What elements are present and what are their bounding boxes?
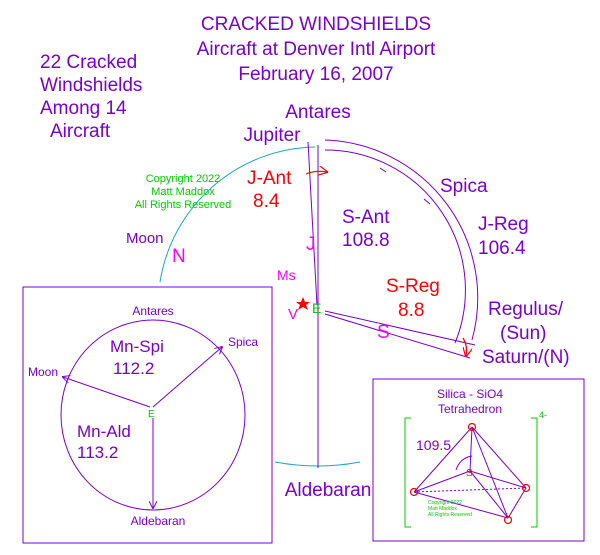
- title-line-3: February 16, 2007: [238, 64, 393, 85]
- mn-spi-value: 112.2: [113, 359, 154, 378]
- spica-label: Spica: [440, 176, 488, 197]
- s-ant-value: 108.8: [342, 230, 390, 251]
- inset-aldebaran-label: Aldebaran: [131, 514, 186, 528]
- copyright-line-2: Matt Maddox: [151, 186, 215, 198]
- tetra-copyright-3: All Rights Reserved: [428, 512, 472, 518]
- arc-tick-1: [423, 198, 431, 205]
- j-ant-label: J-Ant: [247, 168, 292, 189]
- jupiter-label: Jupiter: [243, 125, 301, 146]
- s-line-regulus: [324, 310, 476, 346]
- ms-label: Ms: [277, 267, 296, 283]
- s-reg-label: S-Reg: [386, 276, 440, 297]
- title-line-1: CRACKED WINDSHIELDS: [201, 14, 431, 35]
- s-mark: S: [377, 322, 390, 343]
- tetra-title-1: Silica - SiO4: [437, 387, 503, 401]
- silicon-mark: S: [466, 468, 473, 479]
- left-bracket: [404, 417, 411, 528]
- summary-line-1: 22 Cracked: [40, 52, 137, 73]
- j-ant-value: 8.4: [253, 191, 280, 212]
- tetrahedron-edges: [413, 426, 527, 519]
- earth-mark: E: [312, 300, 321, 316]
- j-line: [307, 141, 318, 306]
- north-mark: N: [172, 246, 186, 267]
- moon-inset-frame: [22, 286, 273, 544]
- mn-ald-value: 113.2: [77, 443, 118, 462]
- inset-antares-label: Antares: [132, 304, 173, 318]
- j-reg-arc: [324, 139, 479, 341]
- s-line-saturn: [324, 313, 471, 359]
- antares-label: Antares: [285, 102, 350, 123]
- saturn-label: Saturn/(N): [482, 347, 570, 368]
- regulus-label: Regulus/: [488, 299, 564, 320]
- summary-line-2: Windshields: [40, 75, 142, 96]
- inset-line-spica: [152, 347, 222, 408]
- oxygen-atoms: [409, 422, 531, 525]
- bond-angle-value: 109.5: [416, 437, 451, 453]
- s-ant-label: S-Ant: [342, 207, 390, 228]
- tetra-title-2: Tetrahedron: [438, 402, 502, 416]
- sun-label: (Sun): [500, 323, 546, 344]
- moon-label: Moon: [126, 230, 164, 247]
- s-ant-arc: [324, 149, 466, 344]
- inset-moon-label: Moon: [28, 365, 58, 379]
- copyright-line-1: Copyright 2022: [146, 173, 221, 185]
- title-line-2: Aircraft at Denver Intl Airport: [197, 39, 436, 60]
- inset-spica-label: Spica: [228, 335, 258, 349]
- moon-inset-circle: [60, 319, 246, 511]
- tetrahedron-inset-frame: [372, 378, 585, 542]
- bond-angle-arc: [455, 455, 473, 471]
- j-reg-label: J-Reg: [478, 214, 529, 235]
- j-ant-red-arc: [305, 171, 327, 174]
- aldebaran-label: Aldebaran: [285, 480, 372, 501]
- moon-star-icon: [296, 297, 310, 310]
- v-mark: V: [288, 306, 298, 323]
- arc-tick-2: [379, 167, 387, 173]
- right-bracket: [531, 417, 538, 528]
- j-mark: J: [306, 234, 316, 255]
- tetra-copyright-1: Copyright 2022: [428, 500, 462, 506]
- inset-line-moon: [63, 377, 151, 408]
- mn-spi-label: Mn-Spi: [110, 337, 164, 356]
- summary-line-4: Aircraft: [50, 121, 111, 142]
- s-reg-red-arc: [463, 337, 467, 356]
- summary-line-3: Among 14: [40, 98, 127, 119]
- s-reg-value: 8.8: [398, 300, 424, 321]
- charge-label: 4-: [539, 410, 547, 420]
- inset-earth-mark: E: [148, 409, 155, 420]
- mn-ald-label: Mn-Ald: [77, 422, 131, 441]
- sky-circle-arc: [159, 146, 316, 283]
- copyright-line-3: All Rights Reserved: [135, 199, 232, 211]
- tetra-copyright-2: Matt Maddox: [428, 506, 457, 512]
- j-reg-value: 106.4: [478, 238, 526, 259]
